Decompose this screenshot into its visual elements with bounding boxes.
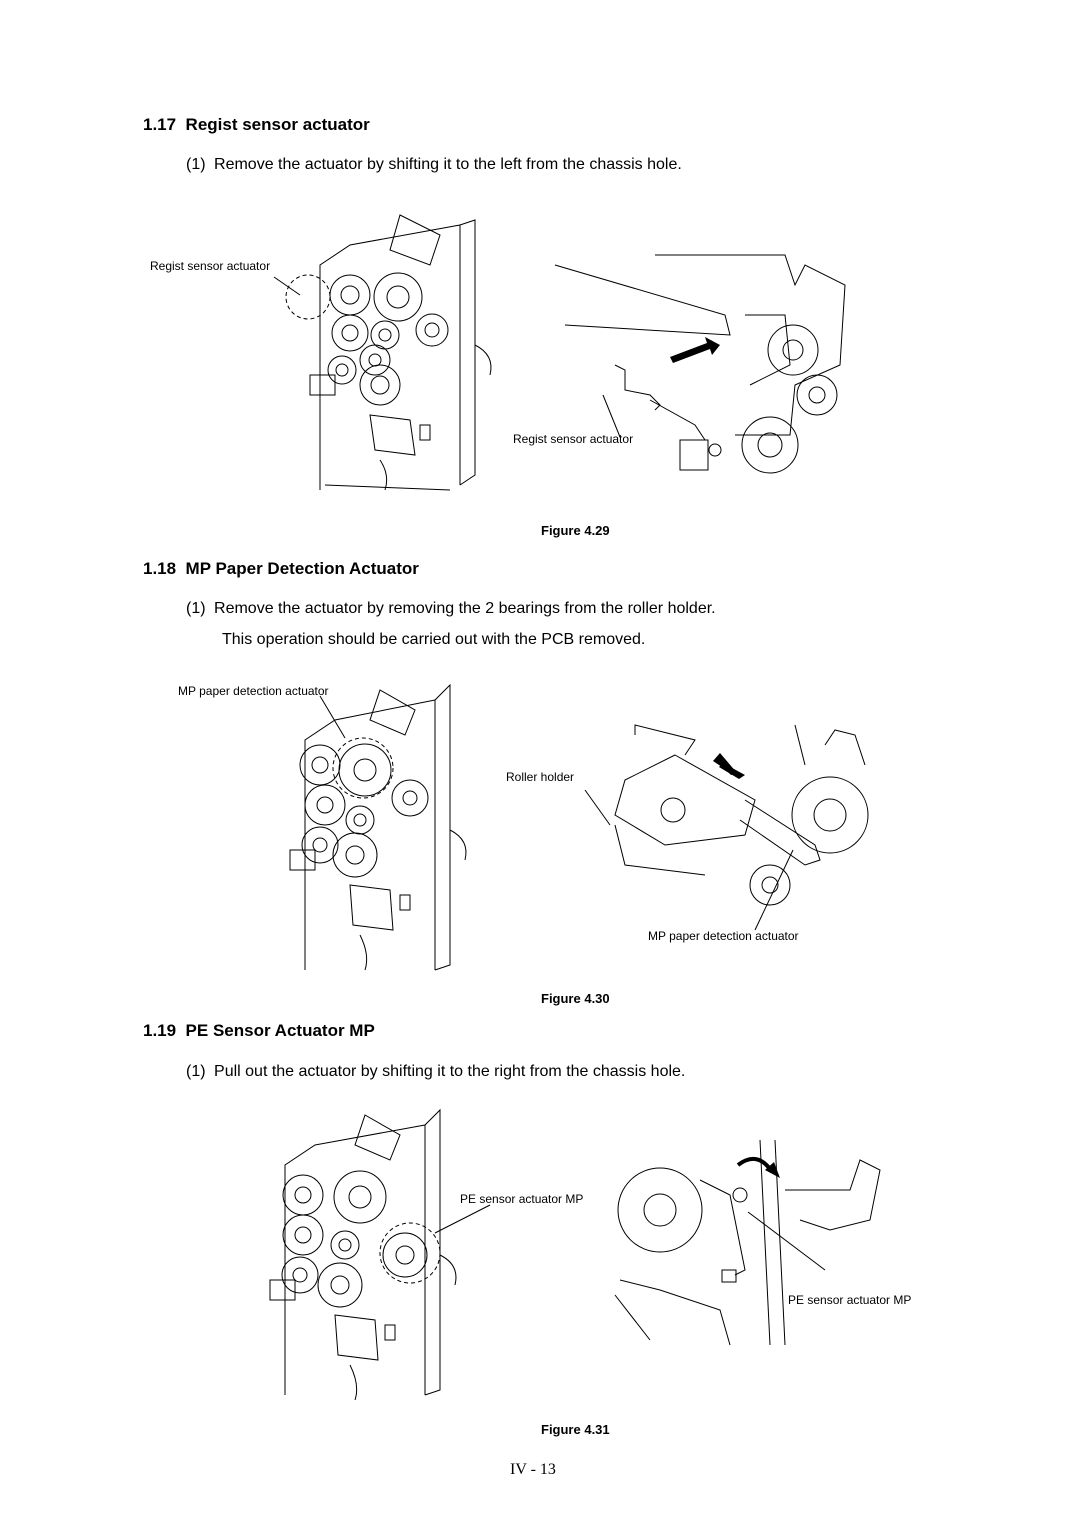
section-heading: 1.19 PE Sensor Actuator MP (143, 1021, 375, 1041)
page-number: IV - 13 (510, 1461, 556, 1478)
figure-callout: MP paper detection actuator (648, 929, 799, 943)
callout-circle (380, 1223, 440, 1283)
step-item: (1) Remove the actuator by shifting it t… (186, 156, 682, 174)
direction-arrow-icon (713, 753, 745, 779)
step-number: (1) (186, 600, 206, 617)
figure-callout: PE sensor actuator MP (460, 1192, 584, 1206)
section-number: 1.18 (143, 559, 177, 578)
chassis-gear-drawing (275, 680, 475, 980)
section-title: MP Paper Detection Actuator (185, 559, 419, 578)
actuator-closeup-drawing (555, 245, 855, 485)
figure-callout: Roller holder (506, 770, 575, 784)
figure-callout: PE sensor actuator MP (788, 1293, 912, 1307)
figure-caption: Figure 4.29 (541, 523, 610, 538)
section-heading: 1.17 Regist sensor actuator (143, 115, 370, 135)
section-title: PE Sensor Actuator MP (185, 1021, 375, 1040)
step-text: Remove the actuator by shifting it to th… (214, 156, 682, 173)
figure-caption: Figure 4.30 (541, 991, 610, 1006)
actuator-closeup-drawing (595, 725, 895, 925)
direction-arrow-icon (738, 1159, 780, 1178)
section-number: 1.19 (143, 1021, 177, 1040)
step-number: (1) (186, 156, 206, 173)
figure-callout: MP paper detection actuator (178, 684, 329, 698)
callout-circle (333, 738, 393, 798)
step-text-continued: This operation should be carried out wit… (222, 631, 646, 648)
direction-arrow-icon (670, 337, 720, 363)
step-item: (1) Pull out the actuator by shifting it… (186, 1063, 685, 1081)
step-text: Remove the actuator by removing the 2 be… (214, 600, 716, 617)
step-number: (1) (186, 1063, 206, 1080)
figure-callout: Regist sensor actuator (513, 432, 634, 446)
callout-circle (286, 275, 330, 319)
figure-caption: Figure 4.31 (541, 1422, 610, 1437)
step-item: (1) Remove the actuator by removing the … (186, 600, 716, 618)
section-heading: 1.18 MP Paper Detection Actuator (143, 559, 419, 579)
actuator-closeup-drawing (600, 1140, 890, 1350)
section-number: 1.17 (143, 115, 177, 134)
step-text: Pull out the actuator by shifting it to … (214, 1063, 686, 1080)
chassis-gear-drawing (280, 205, 500, 495)
figure-callout: Regist sensor actuator (150, 259, 271, 273)
chassis-gear-drawing (255, 1105, 465, 1405)
section-title: Regist sensor actuator (185, 115, 370, 134)
